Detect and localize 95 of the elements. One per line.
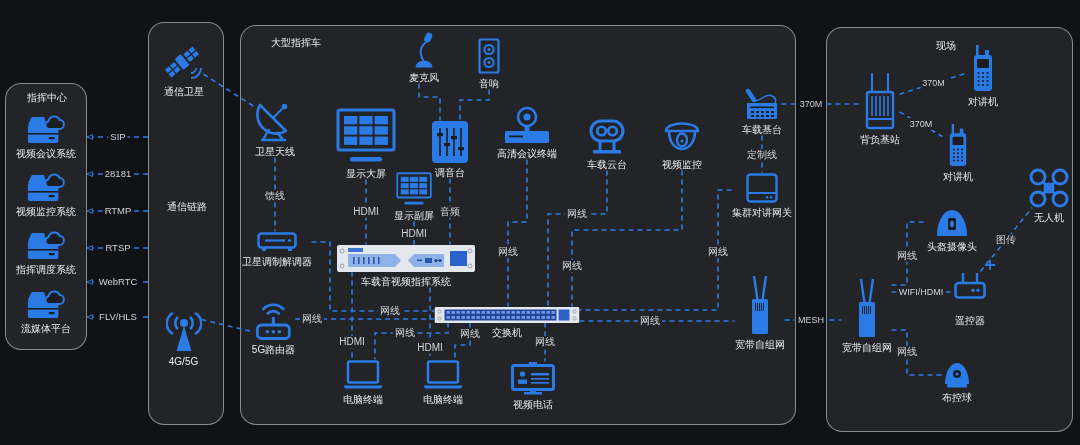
edge-label: HDMI	[351, 206, 381, 218]
panel	[148, 22, 224, 425]
connector	[200, 318, 253, 333]
edge-label: 网线	[393, 327, 417, 339]
connector	[571, 169, 683, 308]
node-label: 音响	[478, 77, 499, 90]
node-label: 流媒体平台	[20, 322, 71, 335]
edge-label: RTSP	[103, 242, 133, 254]
node-label: 显示副屏	[393, 209, 434, 222]
node-label: 背负基站	[859, 133, 900, 146]
panel	[5, 83, 87, 350]
panel-title: 通信链路	[167, 201, 207, 213]
connector	[578, 189, 733, 311]
edge-label: 370M	[907, 118, 935, 131]
node-label: 车载云台	[586, 158, 627, 171]
edge-label: WIFI/HDMI	[896, 286, 946, 298]
panel-title: 指挥中心	[27, 92, 67, 104]
connector	[365, 178, 367, 246]
node-label: 视频监控	[661, 158, 702, 171]
node-label: 车载基台	[741, 123, 782, 136]
panel-title: 大型指挥车	[271, 37, 321, 49]
connector	[544, 321, 546, 363]
node-label: 5G路由器	[251, 343, 296, 356]
node-label: 视频监控系统	[15, 205, 76, 218]
panel-title: 现场	[936, 40, 956, 52]
node-label: 4G/5G	[168, 355, 199, 368]
connector	[310, 241, 436, 312]
edge-label: 网线	[378, 305, 402, 317]
edge-label: HDMI	[399, 228, 429, 240]
connector	[413, 220, 415, 246]
edge-label: 定制线	[745, 149, 779, 161]
node-label: 通信卫星	[163, 85, 204, 98]
edge-label: 28181	[102, 168, 134, 180]
node-label: 视频会议系统	[15, 147, 76, 160]
edge-label: HDMI	[415, 342, 445, 354]
node-label: 无人机	[1033, 211, 1064, 224]
connector	[274, 156, 276, 233]
node-label: 交换机	[492, 326, 522, 339]
node-label: 集群对讲网关	[731, 206, 792, 219]
connector	[507, 158, 528, 308]
node-label: 视频电话	[512, 398, 553, 411]
connector	[294, 318, 436, 320]
edge-label: 网线	[565, 208, 589, 220]
node-label: 显示大屏	[345, 167, 386, 180]
edge-label: MESH	[796, 314, 826, 326]
connector	[454, 321, 471, 361]
connector	[351, 270, 353, 361]
node-label: 遥控器	[954, 314, 985, 327]
node-label: 布控球	[941, 391, 972, 404]
node-label: 宽带自组网	[734, 338, 785, 351]
connector	[459, 88, 490, 122]
connector	[979, 206, 1034, 273]
node-label: 车载音视频指挥系统	[360, 275, 451, 288]
edge-label: 网线	[895, 250, 919, 262]
edge-label: 音频	[438, 206, 462, 218]
node-label: 头盔摄像头	[926, 240, 977, 253]
arrow	[86, 134, 149, 140]
panel	[240, 25, 796, 425]
edge-label: 网线	[300, 313, 324, 325]
edge-label: 网线	[895, 346, 919, 358]
connector	[449, 177, 451, 246]
node-label: 卫星天线	[254, 145, 295, 158]
edge-label: 370M	[920, 77, 947, 90]
edge-label: 网线	[706, 246, 730, 258]
node-label: 麦克风	[408, 71, 439, 84]
edge-label: 网线	[533, 336, 557, 348]
edge-label: 馈线	[263, 190, 287, 202]
edge-label: 网线	[560, 260, 584, 272]
edge-label: 网线	[638, 315, 662, 327]
node-label: 调音台	[434, 166, 465, 179]
edge-label: RTMP	[102, 205, 134, 217]
edge-label: 网线	[458, 328, 482, 340]
edge-label: SIP	[108, 131, 128, 143]
edge-label: 370M	[797, 98, 825, 110]
connector	[202, 73, 256, 108]
node-label: 卫星调制解调器	[241, 255, 312, 268]
connector	[890, 329, 943, 376]
node-label: 高清会议终端	[496, 147, 557, 160]
connector	[374, 321, 449, 361]
node-label: 指挥调度系统	[15, 263, 76, 276]
connector	[547, 169, 608, 308]
edge-label: WebRTC	[96, 276, 140, 288]
edge-label: 网线	[496, 246, 520, 258]
node-label: 对讲机	[942, 170, 973, 183]
connector	[578, 320, 736, 322]
connector	[898, 111, 944, 138]
connector	[761, 134, 763, 174]
panel	[826, 27, 1073, 432]
edge-label: HDMI	[337, 336, 367, 348]
node-label: 电脑终端	[342, 393, 383, 406]
node-label: 电脑终端	[422, 393, 463, 406]
connector	[418, 82, 441, 122]
edge-label: FLV/HLS	[97, 311, 139, 323]
node-label: 对讲机	[967, 95, 998, 108]
node-label: 宽带自组网	[841, 341, 892, 354]
